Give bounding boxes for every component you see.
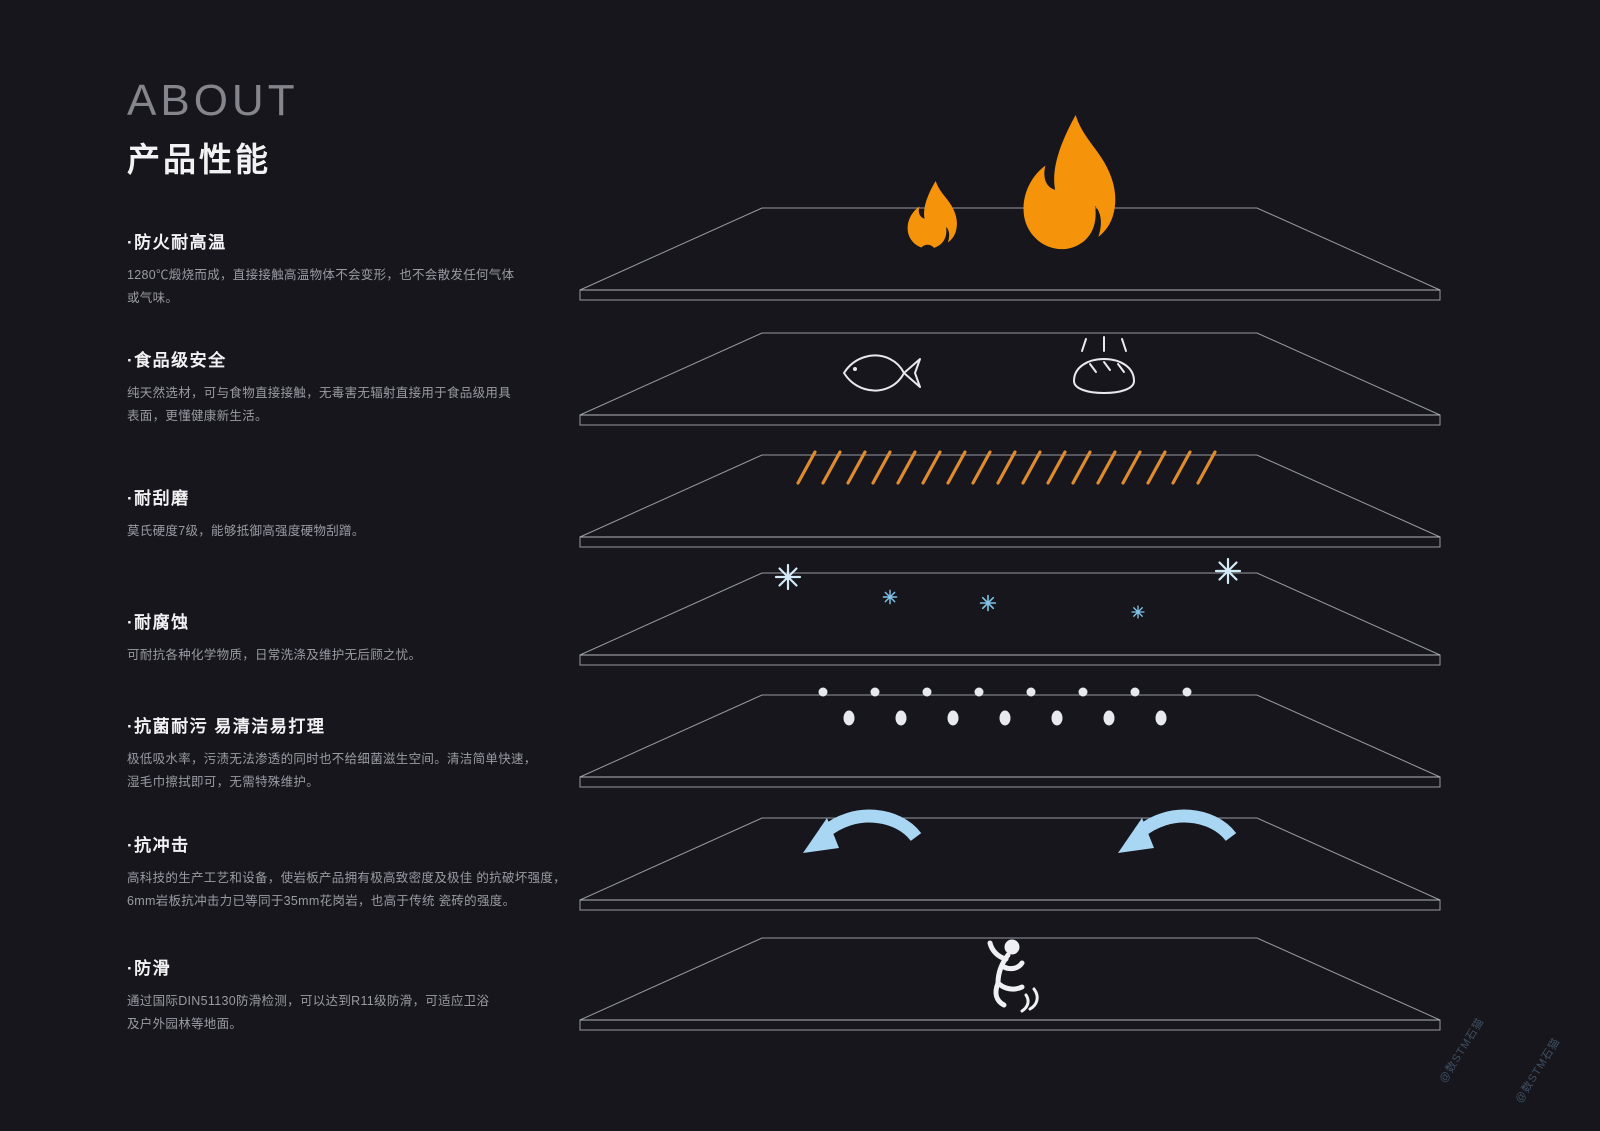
slab-stack-diagram [579,115,1441,1031]
feature-desc: 莫氏硬度7级，能够抵御高强度硬物刮蹭。 [127,524,365,538]
droplets-icon [818,687,1192,726]
feature-title: ·防滑 [127,959,172,978]
feature-title: ·抗冲击 [127,836,190,855]
scratch-marks-icon [796,450,1217,485]
feature-desc: 通过国际DIN51130防滑检测，可以达到R11级防滑，可适应卫浴 及户外园林等… [127,994,490,1031]
feature-impact-resistance: ·抗冲击 高科技的生产工艺和设备，使岩板产品拥有极高致密度及极佳 的抗破坏强度，… [127,831,577,912]
feature-desc: 可耐抗各种化学物质，日常洗涤及维护无后顾之忧。 [127,648,422,662]
feature-title: ·食品级安全 [127,351,227,370]
feature-desc: 高科技的生产工艺和设备，使岩板产品拥有极高致密度及极佳 的抗破坏强度， 6mm岩… [127,871,566,908]
feature-title: ·抗菌耐污 易清洁易打理 [127,717,326,736]
fish-icon [843,354,921,392]
feature-desc: 纯天然选材，可与食物直接接触，无毒害无辐射直接用于食品级用具 表面，更懂健康新生… [127,386,512,423]
slip-person-icon [987,939,1039,1013]
page-title-zh: 产品性能 [127,141,271,178]
slab-layers [579,207,1441,1031]
bread-icon [1072,336,1136,395]
feature-title: ·耐刮磨 [127,489,190,508]
impact-arrows-icon [803,816,1231,853]
watermark: @数STM石猫 [1513,1035,1563,1106]
feature-desc: 极低吸水率，污渍无法渗透的同时也不给细菌滋生空间。清洁简单快速， 湿毛巾擦拭即可… [127,752,537,789]
feature-fire-resistance: ·防火耐高温 1280℃煅烧而成，直接接触高温物体不会变形，也不会散发任何气体 … [127,228,577,309]
feature-title: ·耐腐蚀 [127,613,190,632]
feature-title: ·防火耐高温 [127,233,227,252]
sparkle-icon [774,557,1242,619]
flame-icon [907,115,1116,262]
page-title-en: ABOUT [127,76,299,125]
feature-desc: 1280℃煅烧而成，直接接触高温物体不会变形，也不会散发任何气体 或气味。 [127,268,515,305]
feature-anti-slip: ·防滑 通过国际DIN51130防滑检测，可以达到R11级防滑，可适应卫浴 及户… [127,954,577,1035]
feature-corrosion-resistance: ·耐腐蚀 可耐抗各种化学物质，日常洗涤及维护无后顾之忧。 [127,608,577,667]
feature-food-safety: ·食品级安全 纯天然选材，可与食物直接接触，无毒害无辐射直接用于食品级用具 表面… [127,346,577,427]
feature-antibacterial: ·抗菌耐污 易清洁易打理 极低吸水率，污渍无法渗透的同时也不给细菌滋生空间。清洁… [127,712,577,793]
feature-scratch-resistance: ·耐刮磨 莫氏硬度7级，能够抵御高强度硬物刮蹭。 [127,484,577,543]
